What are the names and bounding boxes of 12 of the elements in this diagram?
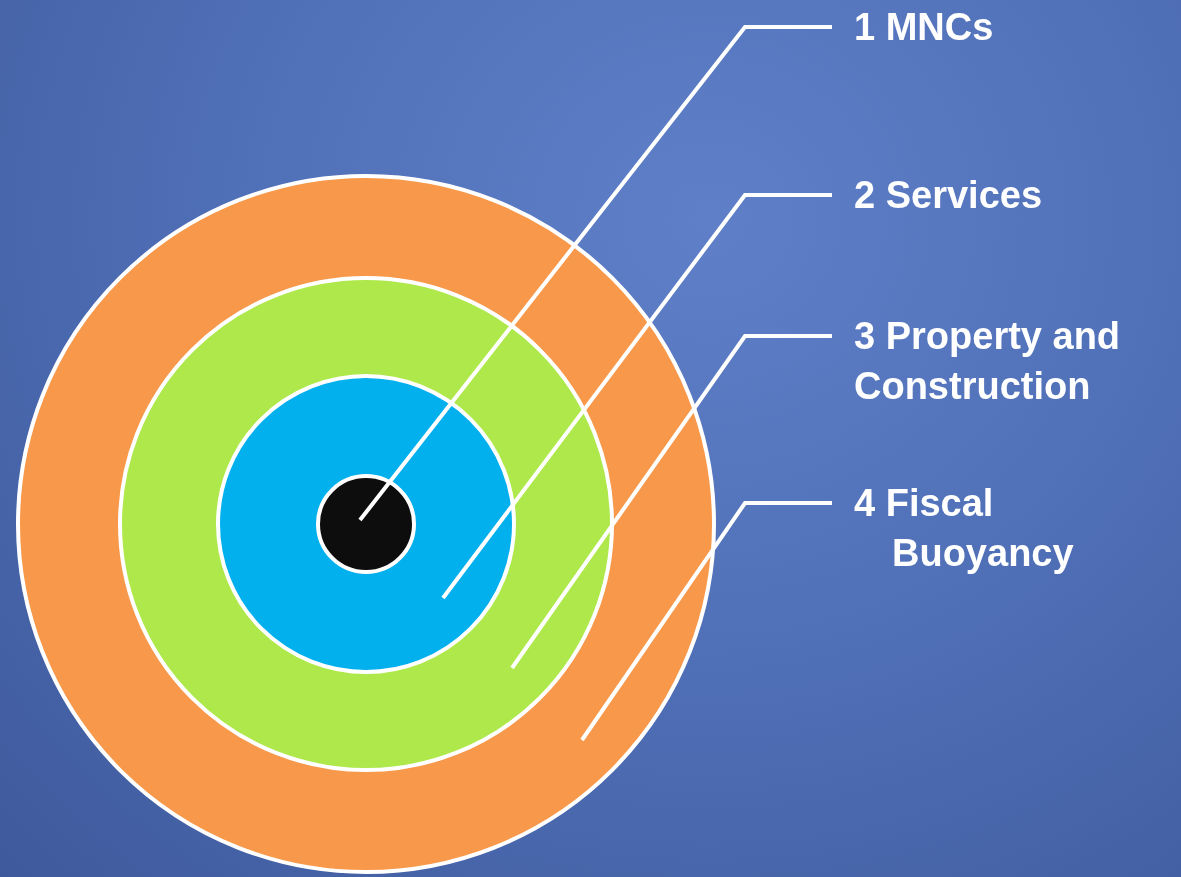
leader-line [580, 501, 832, 742]
outer-ring [16, 174, 716, 874]
inner-ring [216, 374, 516, 674]
leader-line [441, 193, 832, 600]
leader-line [358, 25, 832, 522]
callout-label: 2 Services [832, 170, 1174, 220]
callout-label: 1 MNCs [832, 2, 1174, 52]
callout-label: 4 Fiscal Buoyancy [832, 478, 1102, 578]
center-circle [316, 474, 416, 574]
middle-ring [118, 276, 614, 772]
leader-line [510, 334, 832, 670]
callout-label: 3 Property and Construction [832, 311, 1176, 411]
